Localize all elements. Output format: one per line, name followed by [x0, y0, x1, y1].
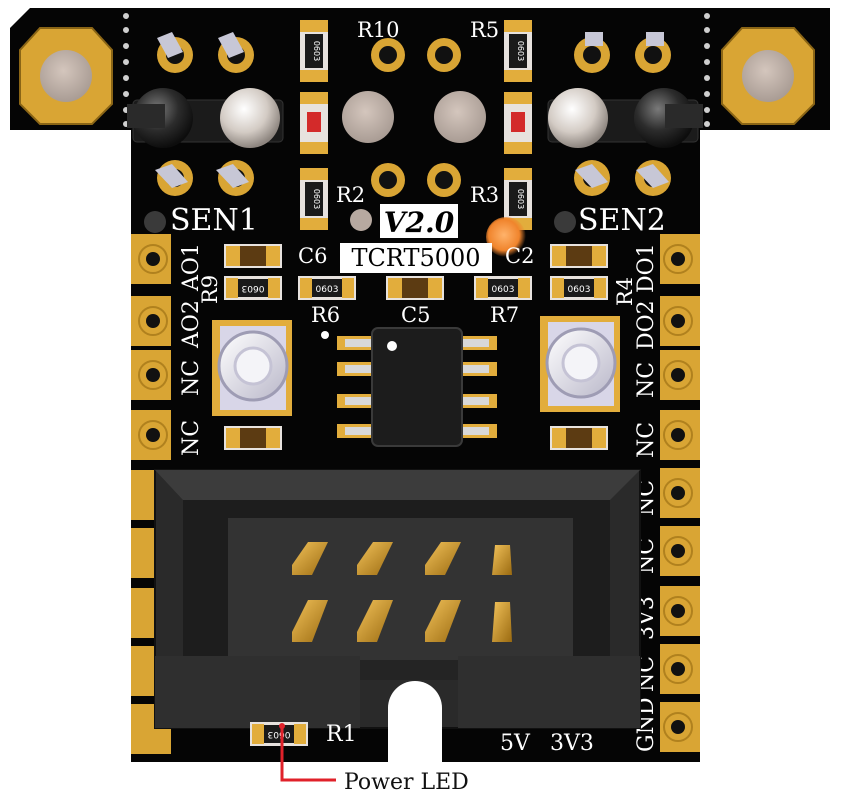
label-c2: C2 [505, 244, 534, 268]
edge-dots [123, 13, 710, 127]
label-r6: R6 [311, 303, 340, 327]
package-code: 0603 [312, 189, 321, 209]
label-c6: C6 [298, 244, 327, 268]
right-pin-label: DO2 [634, 300, 659, 350]
resistor-r10: 0603 [300, 20, 328, 82]
package-code: 0603 [568, 285, 591, 295]
label-sen1: SEN1 [170, 203, 258, 238]
fiducial-right [554, 211, 576, 233]
resistor-r9: 0603 [224, 276, 282, 300]
package-code: 0603 [492, 285, 515, 295]
center-pads [342, 38, 486, 231]
power-led-label: Power LED [344, 770, 469, 795]
right-pin-label: NC [634, 422, 659, 458]
capacitor-c-right [550, 426, 608, 450]
mounting-pad-right [721, 27, 815, 125]
label-r4: R4 [613, 277, 637, 306]
left-pin-label: AO2 [179, 300, 204, 349]
capacitor-c-left [224, 426, 282, 450]
label-5v: 5V [500, 731, 531, 756]
label-3v3: 3V3 [550, 731, 594, 756]
package-code: 0603 [312, 41, 321, 61]
comparator-ic [337, 327, 497, 447]
package-code: 0603 [242, 283, 265, 293]
callout-line [280, 728, 336, 782]
right-pin-label: DO1 [634, 243, 659, 293]
label-r10: R10 [357, 18, 400, 42]
package-code: 0603 [516, 189, 525, 209]
model-box [340, 243, 492, 273]
capacitor-c5 [386, 276, 444, 300]
indicator-led-2 [504, 92, 532, 154]
resistor-r2: 0603 [300, 168, 328, 230]
right-header-pads [660, 234, 700, 752]
package-code: 0603 [316, 285, 339, 295]
box-header-connector [154, 469, 641, 729]
potentiometer-left [212, 320, 292, 416]
fiducial-left [144, 211, 166, 233]
capacitor-c2 [550, 244, 608, 268]
label-r5: R5 [470, 18, 499, 42]
resistor-r4: 0603 [550, 276, 608, 300]
tcrt5000-sensor-2 [547, 32, 703, 196]
package-code: 0603 [268, 729, 291, 739]
power-led: 0603 [250, 722, 308, 746]
mounting-pad-left [19, 27, 113, 125]
version-label: V2.0 [384, 206, 455, 239]
label-r9: R9 [198, 275, 222, 304]
label-r2: R2 [336, 183, 365, 207]
board-slot [388, 681, 442, 762]
left-pin-label: NC [179, 420, 204, 456]
right-pin-label: NC [634, 362, 659, 398]
model-label: TCRT5000 [351, 244, 480, 272]
tcrt5000-sensor-1 [127, 32, 284, 196]
package-code: 0603 [516, 41, 525, 61]
potentiometer-right [540, 316, 620, 412]
pin1-dot [321, 331, 329, 339]
indicator-led-1 [300, 92, 328, 154]
label-r7: R7 [490, 303, 519, 327]
resistor-r5: 0603 [504, 20, 532, 82]
label-c5: C5 [401, 303, 430, 327]
left-pin-label: NC [179, 360, 204, 396]
version-box [380, 204, 458, 238]
capacitor-c6 [224, 244, 282, 268]
label-r3: R3 [470, 183, 499, 207]
orange-led-glow [486, 217, 526, 257]
left-pin-label: AO1 [179, 243, 204, 292]
label-r1: R1 [326, 722, 357, 747]
callout-dot [279, 723, 285, 729]
resistor-r7: 0603 [474, 276, 532, 300]
resistor-r6: 0603 [298, 276, 356, 300]
label-sen2: SEN2 [578, 203, 666, 238]
